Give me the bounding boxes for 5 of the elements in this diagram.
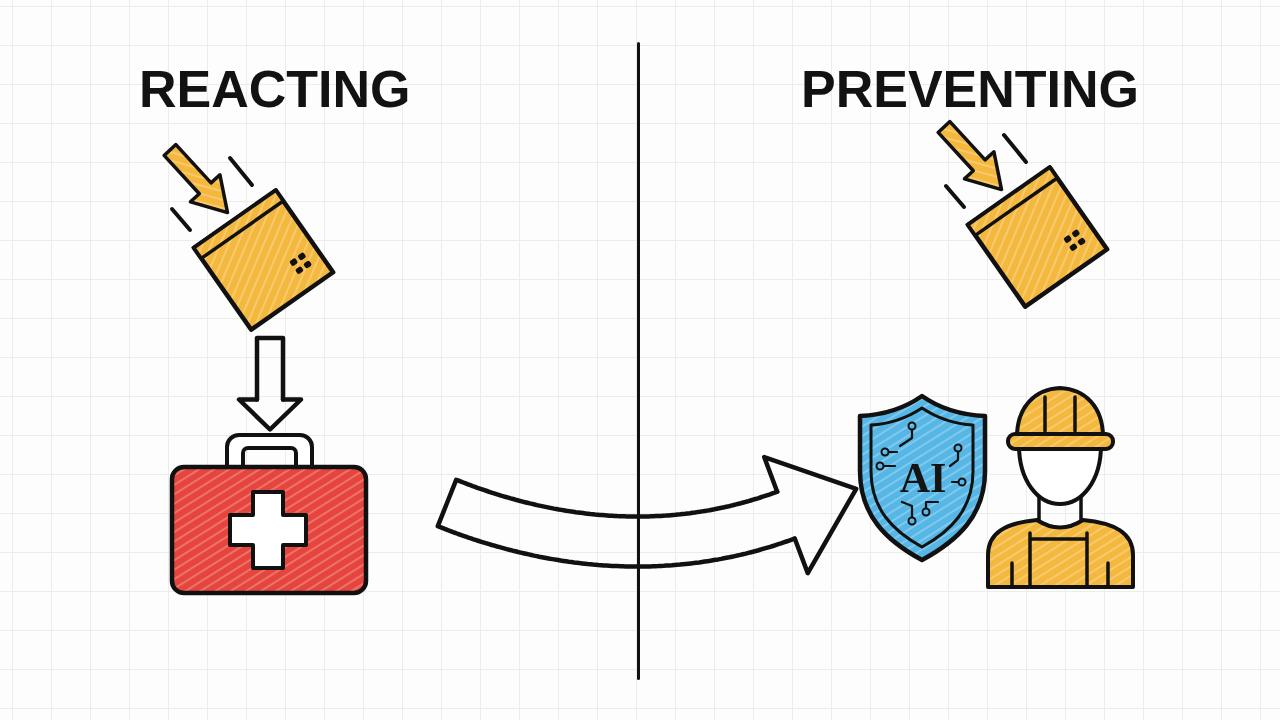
section-heading: PREVENTING <box>801 63 1140 115</box>
shield-label: AI <box>899 457 947 499</box>
down-block-arrow <box>236 335 304 432</box>
section-heading: REACTING <box>139 63 411 115</box>
curved-block-arrow <box>435 454 859 576</box>
